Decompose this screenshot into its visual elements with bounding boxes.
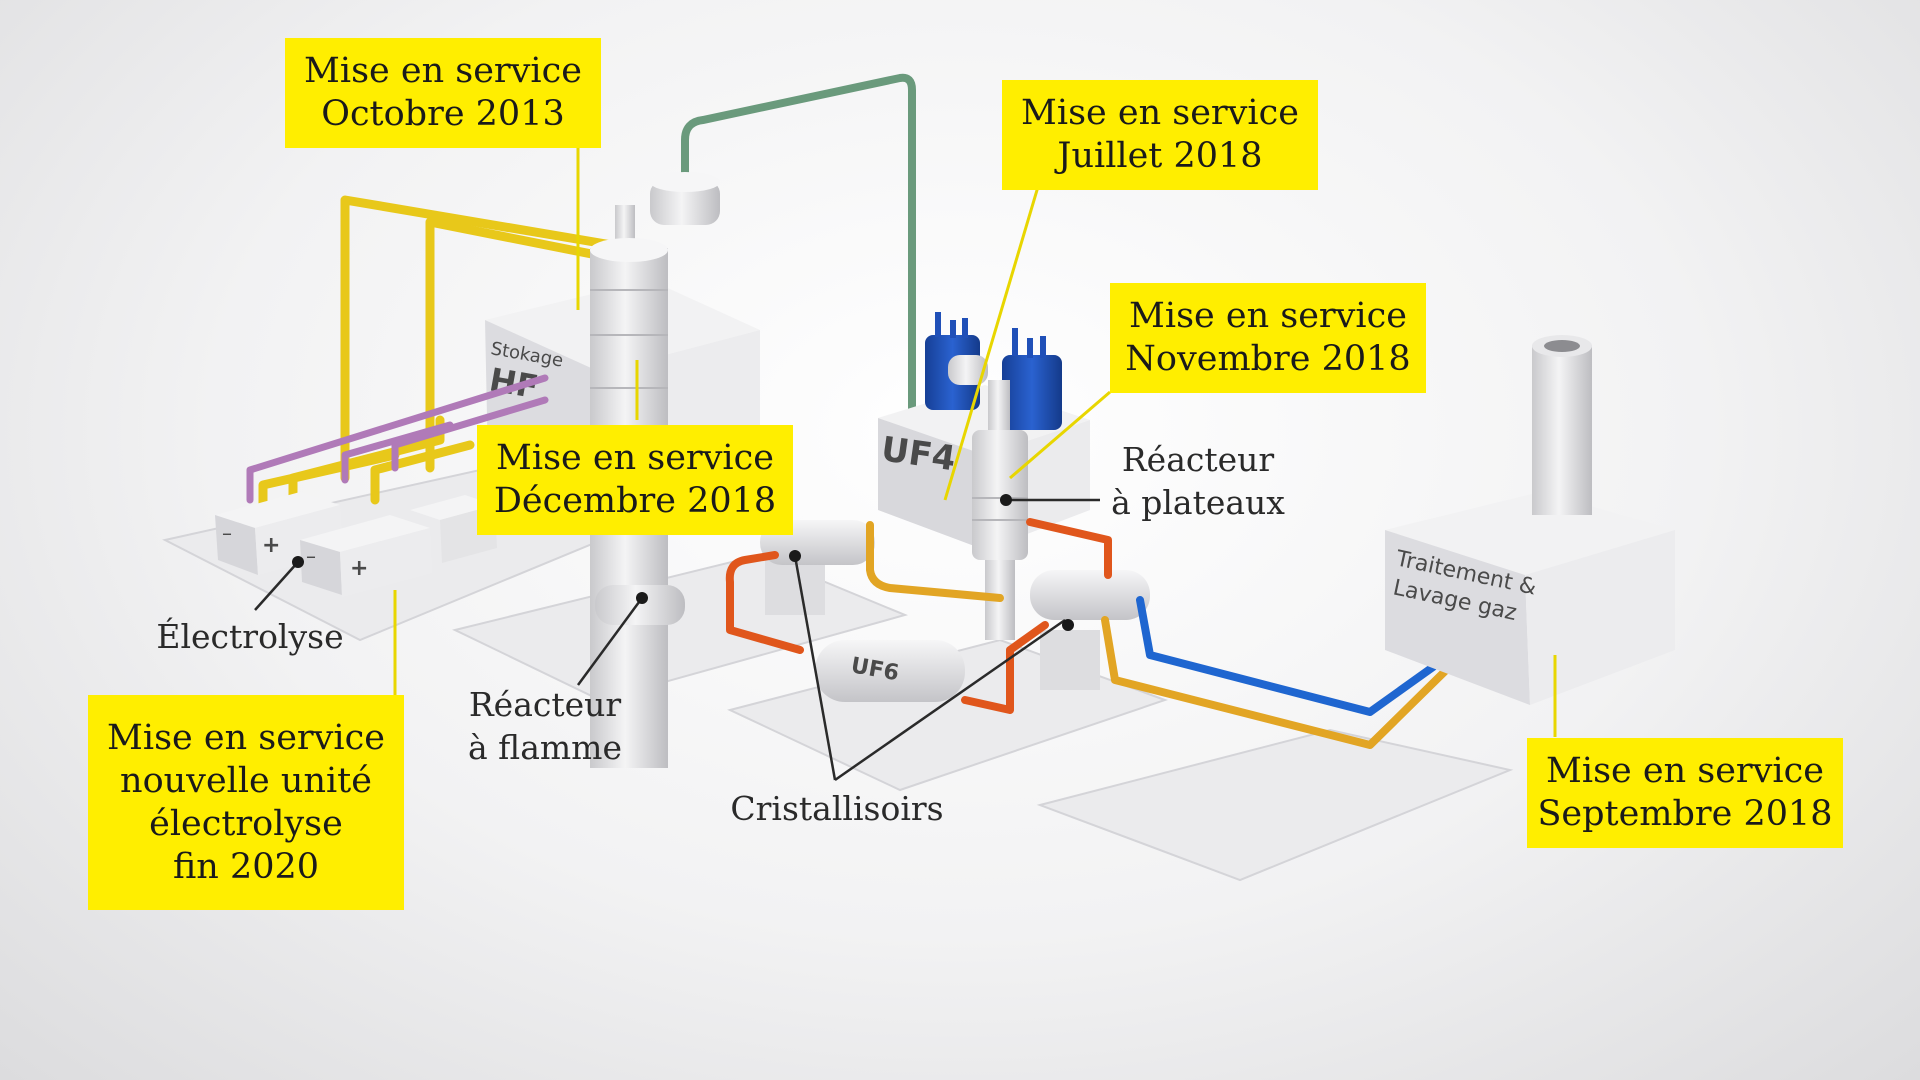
- uf6-cylinder: UF6: [815, 640, 965, 702]
- callout-line: Mise en service: [107, 717, 385, 758]
- plus-sign-2: +: [350, 556, 368, 581]
- callout-electrolyse-2020: Mise en service nouvelle unité électroly…: [88, 695, 404, 910]
- blue-tanks: [925, 312, 1062, 430]
- cristallisoir-left: [760, 520, 875, 615]
- callout-line: Novembre 2018: [1125, 339, 1411, 379]
- callout-septembre-2018: Mise en service Septembre 2018: [1527, 738, 1843, 848]
- callout-novembre-2018: Mise en service Novembre 2018: [1110, 283, 1426, 393]
- callout-line: Mise en service: [496, 438, 774, 478]
- callout-line: Octobre 2013: [321, 94, 565, 134]
- label-electrolyse: Électrolyse: [156, 617, 344, 656]
- label-line: Réacteur: [468, 685, 622, 724]
- purple-pipes: [246, 374, 549, 504]
- callout-juillet-2018: Mise en service Juillet 2018: [1002, 80, 1318, 190]
- orange-pipes: [725, 518, 1496, 749]
- label-line: à flamme: [468, 728, 622, 767]
- traitement-building: Traitement & Lavage gaz: [1385, 492, 1675, 705]
- callout-line: fin 2020: [172, 846, 320, 887]
- callout-line: Septembre 2018: [1537, 794, 1833, 834]
- minus-sign-1: –: [222, 521, 232, 545]
- leader-dots: [292, 494, 1074, 631]
- black-leader-lines: [254, 498, 1100, 782]
- electrolyse-cells: – + – +: [215, 492, 497, 597]
- callout-line: Mise en service: [304, 51, 582, 91]
- callout-line: Mise en service: [1129, 296, 1407, 336]
- callout-line: Décembre 2018: [493, 481, 777, 521]
- chimney: [1532, 335, 1592, 515]
- callout-line: Juillet 2018: [1057, 136, 1263, 176]
- label-reacteur-flamme: Réacteur à flamme: [445, 683, 645, 769]
- label-reacteur-plateaux: Réacteur à plateaux: [1098, 438, 1298, 524]
- label-cristallisoirs: Cristallisoirs: [730, 789, 944, 828]
- callout-line: Mise en service: [1021, 93, 1299, 133]
- callout-octobre-2013: Mise en service Octobre 2013: [285, 38, 601, 148]
- callout-decembre-2018: Mise en service Décembre 2018: [477, 425, 793, 535]
- green-pipe: [681, 73, 916, 424]
- label-line: à plateaux: [1111, 483, 1285, 522]
- tray-reactor: [972, 380, 1028, 640]
- cristallisoir-right: [1030, 570, 1150, 690]
- callout-line: Mise en service: [1546, 751, 1824, 791]
- yellow-leader-lines: [393, 145, 1557, 737]
- label-line: Réacteur: [1121, 440, 1275, 479]
- minus-sign-2: –: [306, 544, 316, 568]
- callout-line: électrolyse: [149, 803, 343, 844]
- plus-sign-1: +: [262, 533, 280, 558]
- callout-line: nouvelle unité: [120, 760, 372, 801]
